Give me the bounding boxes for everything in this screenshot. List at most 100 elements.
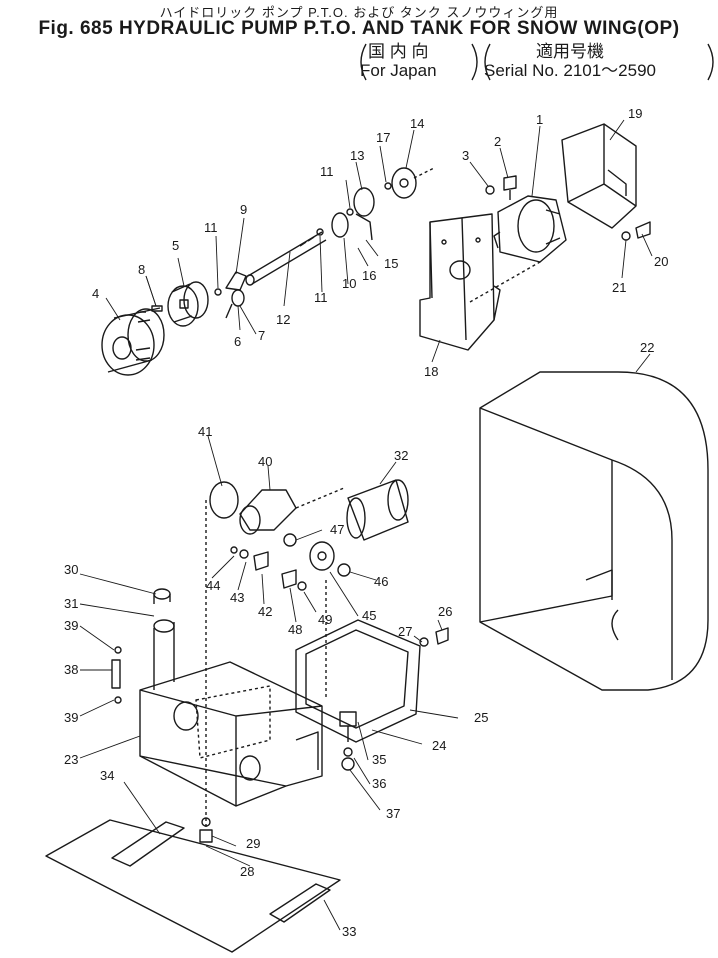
callout-43: 43 — [230, 590, 244, 605]
figure-title: Fig. 685 HYDRAULIC PUMP P.T.O. AND TANK … — [38, 18, 680, 39]
callout-28: 28 — [240, 864, 254, 879]
callout-5: 5 — [172, 238, 179, 253]
key — [151, 305, 163, 312]
callout-11a: 11 — [204, 220, 218, 235]
callout-4: 4 — [92, 286, 99, 301]
bolt — [435, 627, 449, 645]
callout-16: 16 — [362, 268, 376, 283]
level-gauge — [111, 659, 121, 689]
callout-14: 14 — [410, 116, 424, 131]
pump-cover — [561, 123, 637, 229]
callout-49: 49 — [318, 612, 332, 627]
callout-39b: 39 — [64, 710, 78, 725]
callout-8: 8 — [138, 262, 145, 277]
callout-17: 17 — [376, 130, 390, 145]
callout-3: 3 — [462, 148, 469, 163]
hydraulic-pump — [493, 195, 567, 263]
callout-19: 19 — [628, 106, 642, 121]
drive-shaft — [245, 231, 327, 286]
washer — [419, 637, 429, 647]
return-flange — [309, 541, 335, 571]
callout-40: 40 — [258, 454, 272, 469]
callout-labels: 1 2 3 4 5 6 7 8 9 10 11 11 11 12 13 14 1… — [64, 106, 668, 939]
callout-23: 23 — [64, 752, 78, 767]
gasket — [209, 481, 239, 519]
washer — [297, 581, 307, 591]
washer — [343, 747, 353, 757]
callout-38: 38 — [64, 662, 78, 677]
callout-44: 44 — [206, 578, 220, 593]
o-ring — [283, 533, 297, 547]
plug — [114, 696, 122, 704]
washer — [239, 549, 249, 559]
washer — [341, 757, 355, 771]
callout-36: 36 — [372, 776, 386, 791]
bolt — [253, 551, 269, 571]
callout-30: 30 — [64, 562, 78, 577]
callout-42: 42 — [258, 604, 272, 619]
callout-11b: 11 — [314, 290, 328, 305]
callout-27: 27 — [398, 624, 412, 639]
callout-25: 25 — [474, 710, 488, 725]
scope-note: 国 内 向 For Japan — [360, 42, 437, 80]
washer — [230, 546, 238, 554]
washer — [485, 185, 495, 195]
callout-45: 45 — [362, 608, 376, 623]
callout-13: 13 — [350, 148, 364, 163]
pump-bracket — [419, 213, 501, 351]
figure-title-japanese: ハイドロリック ポンプ P.T.O. および タンク スノウウィング用 — [159, 5, 559, 20]
callout-37: 37 — [386, 806, 400, 821]
plug — [114, 646, 122, 654]
callout-26: 26 — [438, 604, 452, 619]
callout-33: 33 — [342, 924, 356, 939]
serial-note: 適用号機 Serial No. 2101～2590 — [484, 42, 656, 80]
serial-japanese: 適用号機 — [536, 42, 604, 61]
callout-2: 2 — [494, 134, 501, 149]
coupling — [167, 281, 209, 327]
bolt — [503, 175, 517, 200]
callout-21: 21 — [612, 280, 626, 295]
callout-35: 35 — [372, 752, 386, 767]
bolt — [635, 221, 651, 239]
bolt — [339, 711, 357, 742]
callout-1: 1 — [536, 112, 543, 127]
pin — [384, 182, 392, 190]
callout-11c: 11 — [320, 164, 334, 179]
serial-english: Serial No. 2101～2590 — [484, 61, 657, 80]
bolt — [281, 569, 297, 589]
callout-22: 22 — [640, 340, 654, 355]
callout-15: 15 — [384, 256, 398, 271]
pulley — [101, 307, 165, 376]
filler-neck — [153, 588, 175, 690]
callout-47: 47 — [330, 522, 344, 537]
drain-plug — [199, 829, 213, 843]
callout-20: 20 — [654, 254, 668, 269]
tank-support — [45, 819, 341, 953]
suction-elbow — [239, 487, 345, 535]
scope-english: For Japan — [360, 61, 437, 80]
callout-34: 34 — [100, 768, 114, 783]
strainer — [346, 479, 409, 541]
snap-ring — [346, 208, 354, 216]
callout-12: 12 — [276, 312, 290, 327]
o-ring — [337, 563, 351, 577]
hydraulic-tank — [139, 661, 323, 807]
snap-ring — [316, 228, 324, 236]
washer — [621, 231, 631, 241]
callout-9: 9 — [240, 202, 247, 217]
callout-7: 7 — [258, 328, 265, 343]
callout-32: 32 — [394, 448, 408, 463]
scope-japanese: 国 内 向 — [368, 42, 429, 61]
snap-ring — [214, 288, 222, 296]
callout-46: 46 — [374, 574, 388, 589]
callout-31: 31 — [64, 596, 78, 611]
flange-yoke — [331, 187, 375, 241]
callout-29: 29 — [246, 836, 260, 851]
inspection-plate — [295, 619, 421, 743]
callout-41: 41 — [198, 424, 212, 439]
callout-18: 18 — [424, 364, 438, 379]
callout-6: 6 — [234, 334, 241, 349]
callout-48: 48 — [288, 622, 302, 637]
callout-24: 24 — [432, 738, 446, 753]
